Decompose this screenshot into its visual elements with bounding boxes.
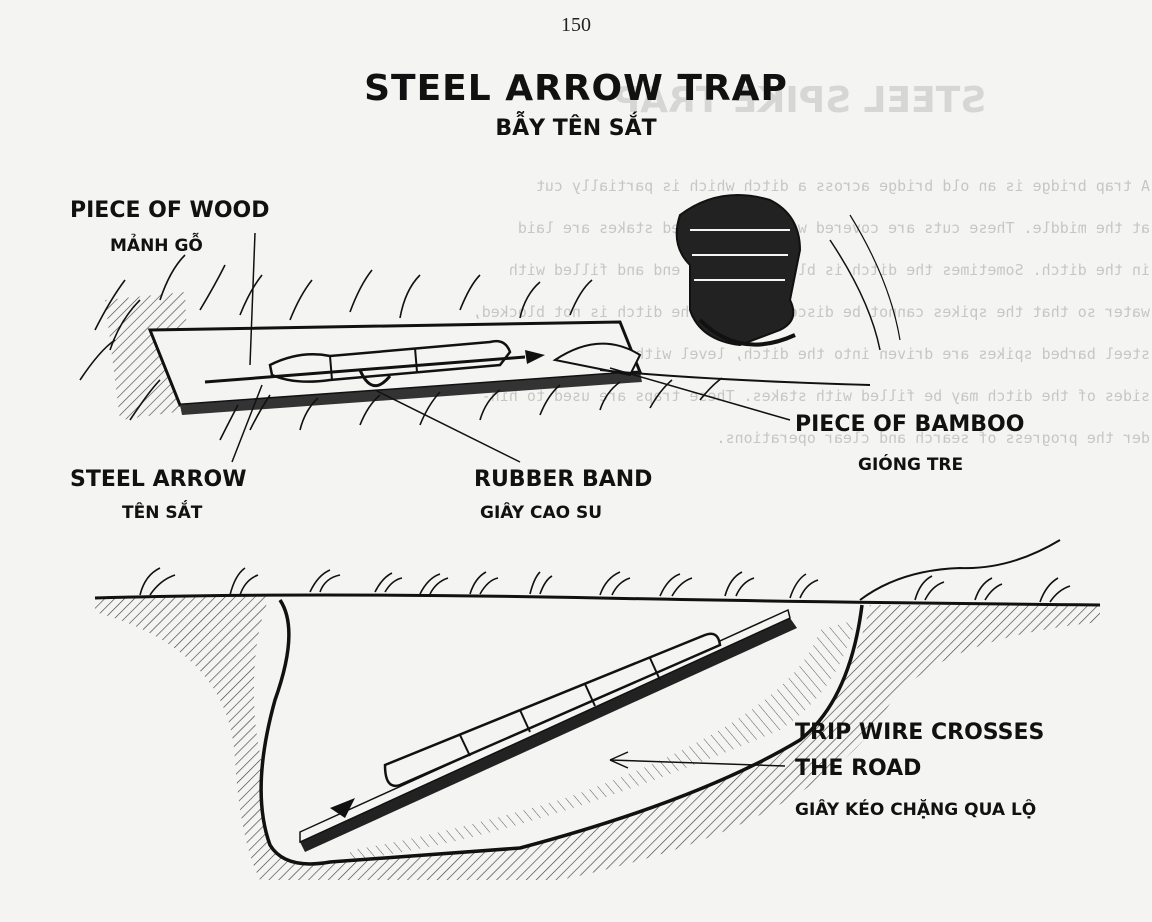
motion-line: [829, 239, 881, 351]
trigger-bamboo: [552, 342, 642, 377]
label-rubber-band-vn: GIÂY CAO SU: [480, 503, 603, 523]
ditch-arrow-tip: [330, 798, 355, 818]
surface-grass: [139, 567, 1071, 603]
label-steel-arrow-vn: TÊN SẮT: [122, 503, 203, 523]
bank-mound: [859, 539, 1061, 601]
label-piece-of-wood-vn: MẢNH GỖ: [110, 236, 203, 256]
label-trip-wire-line2: THE ROAD: [795, 756, 922, 781]
leader-line-tripwire: [609, 759, 786, 767]
upper-trap-drawing: [79, 194, 901, 463]
motion-line: [849, 214, 901, 341]
leader-line-arrow: [231, 384, 263, 463]
wood-board-edge: [180, 372, 642, 415]
label-trip-wire-line1: TRIP WIRE CROSSES: [795, 720, 1045, 745]
label-piece-of-wood: PIECE OF WOOD: [70, 198, 270, 223]
boot-sole: [698, 318, 796, 347]
bamboo-node: [649, 657, 661, 681]
leader-arrowhead: [609, 751, 629, 769]
bamboo-node: [329, 355, 333, 381]
hatched-ground: [105, 292, 190, 420]
page-subtitle: BẪY TÊN SẮT: [495, 116, 657, 141]
lower-cross-section: [94, 539, 1101, 880]
rubber-band: [358, 369, 392, 387]
bamboo-node: [414, 347, 418, 373]
road-surface: [94, 593, 1101, 607]
bamboo-node: [459, 734, 471, 757]
leader-line-wood: [249, 232, 256, 366]
page-title: STEEL ARROW TRAP: [364, 68, 788, 109]
steel-arrow-shaft: [204, 355, 526, 384]
label-piece-of-bamboo-vn: GIÓNG TRE: [858, 455, 964, 475]
ditch-board: [300, 618, 797, 852]
boot-laces: [690, 229, 790, 281]
steel-arrow-head: [525, 350, 545, 364]
bamboo-node: [519, 709, 531, 733]
leader-line-bamboo: [609, 367, 791, 421]
grass: [79, 254, 723, 441]
page-number: 150: [561, 14, 591, 36]
ditch-bamboo: [383, 632, 722, 788]
label-rubber-band: RUBBER BAND: [474, 467, 653, 492]
ditch-hatching: [350, 620, 855, 860]
boot: [675, 194, 802, 347]
label-trip-wire-vn: GIÂY KÉO CHẶNG QUA LỘ: [795, 800, 1037, 820]
leader-line-band: [374, 389, 521, 463]
label-piece-of-bamboo: PIECE OF BAMBOO: [795, 412, 1025, 437]
label-steel-arrow: STEEL ARROW: [70, 467, 247, 492]
bamboo-node: [584, 683, 596, 707]
